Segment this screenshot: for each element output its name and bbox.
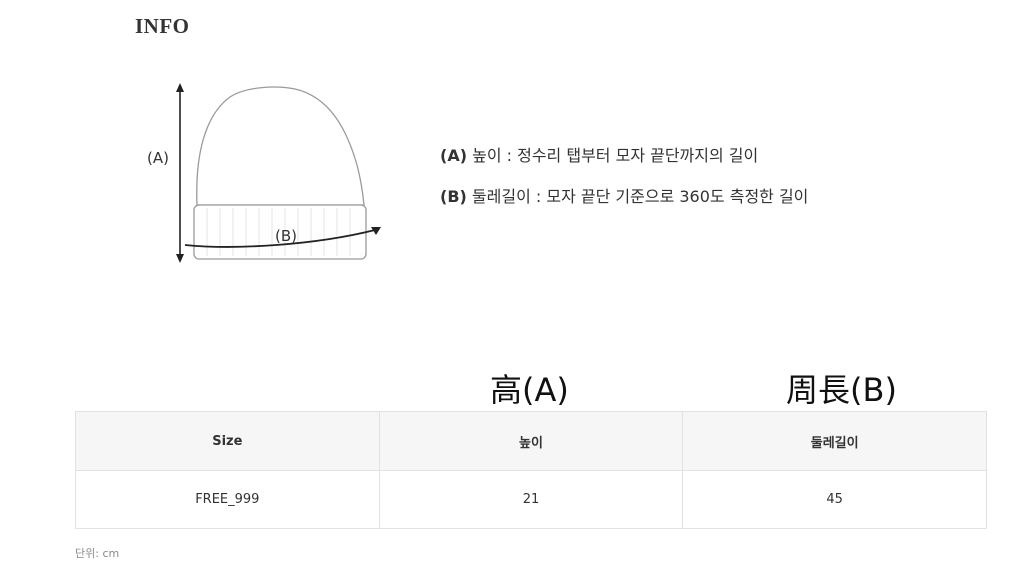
circumference-curve: [184, 229, 376, 248]
description-b-key: (B): [440, 187, 467, 206]
cell-height: 21: [378, 470, 684, 529]
size-table: Size 높이 둘레길이 FREE_999 21 45: [75, 411, 987, 529]
height-arrow-bottom: [176, 254, 184, 263]
beanie-body: [196, 86, 365, 206]
beanie-diagram: (A) (B): [147, 83, 381, 263]
header-circumference: 둘레길이: [682, 411, 987, 471]
cell-size: FREE_999: [75, 470, 380, 529]
description-b: (B) 둘레길이 : 모자 끝단 기준으로 360도 측정한 길이: [440, 183, 808, 207]
height-arrow-top: [176, 83, 184, 92]
description-b-text: 둘레길이 : 모자 끝단 기준으로 360도 측정한 길이: [466, 187, 809, 206]
description-a-text: 높이 : 정수리 탭부터 모자 끝단까지의 길이: [467, 146, 759, 165]
description-a-key: (A): [440, 146, 468, 165]
label-a: (A): [147, 149, 169, 167]
column-title-circumference: 周長(B): [786, 371, 897, 409]
label-b: (B): [275, 227, 297, 245]
circumference-arrowhead: [371, 227, 381, 235]
info-title: INFO: [135, 14, 190, 38]
cell-circumference: 45: [682, 470, 987, 529]
table-row: FREE_999 21 45: [75, 470, 987, 529]
column-title-height: 高(A): [490, 371, 569, 409]
header-height: 높이: [378, 411, 684, 471]
description-a: (A) 높이 : 정수리 탭부터 모자 끝단까지의 길이: [440, 142, 758, 166]
unit-note: 단위: cm: [75, 547, 120, 560]
table-header-row: Size 높이 둘레길이: [75, 411, 987, 471]
header-size: Size: [75, 411, 380, 471]
